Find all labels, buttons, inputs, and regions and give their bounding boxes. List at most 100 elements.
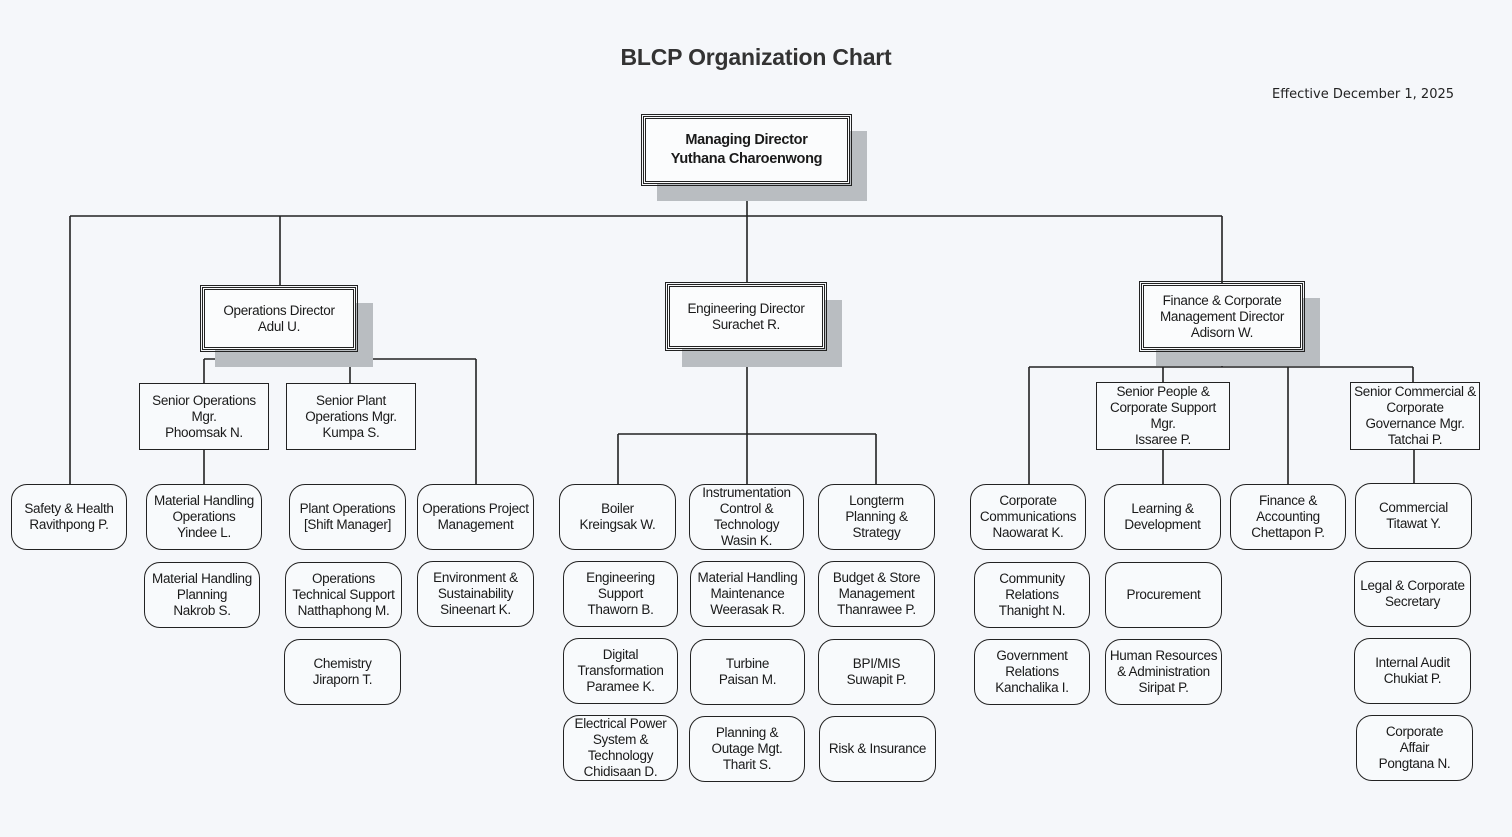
node-label-line: Longterm — [849, 493, 904, 508]
node-label-line: Weerasak R. — [710, 602, 785, 617]
node-label-line: Technology — [713, 517, 780, 532]
node-label-line: Operations — [172, 509, 236, 524]
node-label-line: Communications — [979, 509, 1077, 524]
plant-operations-box[interactable]: Plant Operations[Shift Manager] — [289, 484, 406, 550]
node-label-line: Corporate — [1386, 400, 1444, 415]
node-label-line: Maintenance — [710, 586, 785, 601]
node-label-line: Community — [999, 571, 1065, 586]
node-label-line: Yuthana Charoenwong — [670, 151, 823, 167]
node-label-line: Internal Audit — [1375, 655, 1450, 670]
node-label-line: Surachet R. — [712, 316, 780, 332]
node-label-line: Tharit S. — [722, 757, 772, 772]
node-label-line: Technical Support — [292, 587, 395, 602]
node-label-line: Pongtana N. — [1378, 756, 1451, 771]
node-label-line: Affair — [1399, 740, 1430, 755]
node-label-line: Commercial — [1378, 500, 1448, 515]
node-label-line: Titawat Y. — [1386, 516, 1441, 531]
procurement-box[interactable]: Procurement — [1105, 562, 1222, 628]
node-label-line: Management — [437, 517, 514, 532]
node-label-line: Yindee L. — [177, 525, 231, 540]
node-label-line: Transformation — [577, 663, 664, 678]
node-label-line: Operations Mgr. — [305, 408, 397, 424]
node-label-line: Operations Director — [223, 302, 335, 318]
node-label-line: Adul U. — [257, 318, 301, 334]
chart-title: BLCP Organization Chart — [620, 44, 892, 70]
node-label-line: Issaree P. — [1134, 432, 1192, 447]
node-label-line: Managing Director — [685, 132, 808, 148]
node-label-line: Chidisaan D. — [583, 764, 658, 779]
node-label-line: Electrical Power — [574, 716, 667, 731]
node-label-line: Paramee K. — [586, 679, 655, 694]
node-label-line: Governance Mgr. — [1365, 416, 1465, 431]
node-label-line: Material Handling — [154, 493, 254, 508]
node-label-line: [Shift Manager] — [303, 517, 392, 532]
planning-outage-box[interactable]: Planning &Outage Mgt.Tharit S. — [689, 716, 805, 782]
node-label-line: Nakrob S. — [173, 603, 231, 618]
node-label-line: Corporate Support — [1110, 400, 1216, 415]
node-label-line: Operations — [311, 571, 376, 586]
effective-date: Effective December 1, 2025 — [1272, 87, 1455, 102]
node-label-line: Paisan M. — [718, 672, 777, 687]
node-label-line: Jiraporn T. — [312, 672, 373, 687]
node-label-line: Development — [1124, 517, 1201, 532]
node-label-line: Naowarat K. — [992, 525, 1064, 540]
node-label-line: Finance & — [1258, 493, 1318, 508]
learning-development-box[interactable]: Learning &Development — [1104, 484, 1221, 550]
node-label-line: Senior Operations — [152, 392, 256, 408]
risk-insurance-box[interactable]: Risk & Insurance — [819, 716, 936, 782]
node-label-line: Legal & Corporate — [1360, 578, 1465, 593]
node-label-line: Instrumentation — [702, 485, 791, 500]
node-label-line: Siripat P. — [1138, 680, 1189, 695]
node-label-line: Adisorn W. — [1190, 324, 1254, 340]
node-label-line: Risk & Insurance — [828, 741, 927, 756]
node-label-line: Mgr. — [191, 408, 217, 424]
node-label-line: Turbine — [725, 656, 770, 671]
node-label-line: Environment & — [433, 570, 518, 585]
node-label-line: Sustainability — [437, 586, 514, 601]
node-label-line: Corporate — [999, 493, 1057, 508]
node-label-line: Chettapon P. — [1251, 525, 1325, 540]
node-label-line: Planning & — [845, 509, 908, 524]
node-label-line: Wasin K. — [720, 533, 773, 548]
node-label-line: Mgr. — [1150, 416, 1176, 431]
node-label-line: Suwapit P. — [846, 672, 907, 687]
node-label-line: Procurement — [1126, 587, 1201, 602]
node-label-line: Chukiat P. — [1383, 671, 1442, 686]
node-label-line: Phoomsak N. — [165, 424, 243, 440]
